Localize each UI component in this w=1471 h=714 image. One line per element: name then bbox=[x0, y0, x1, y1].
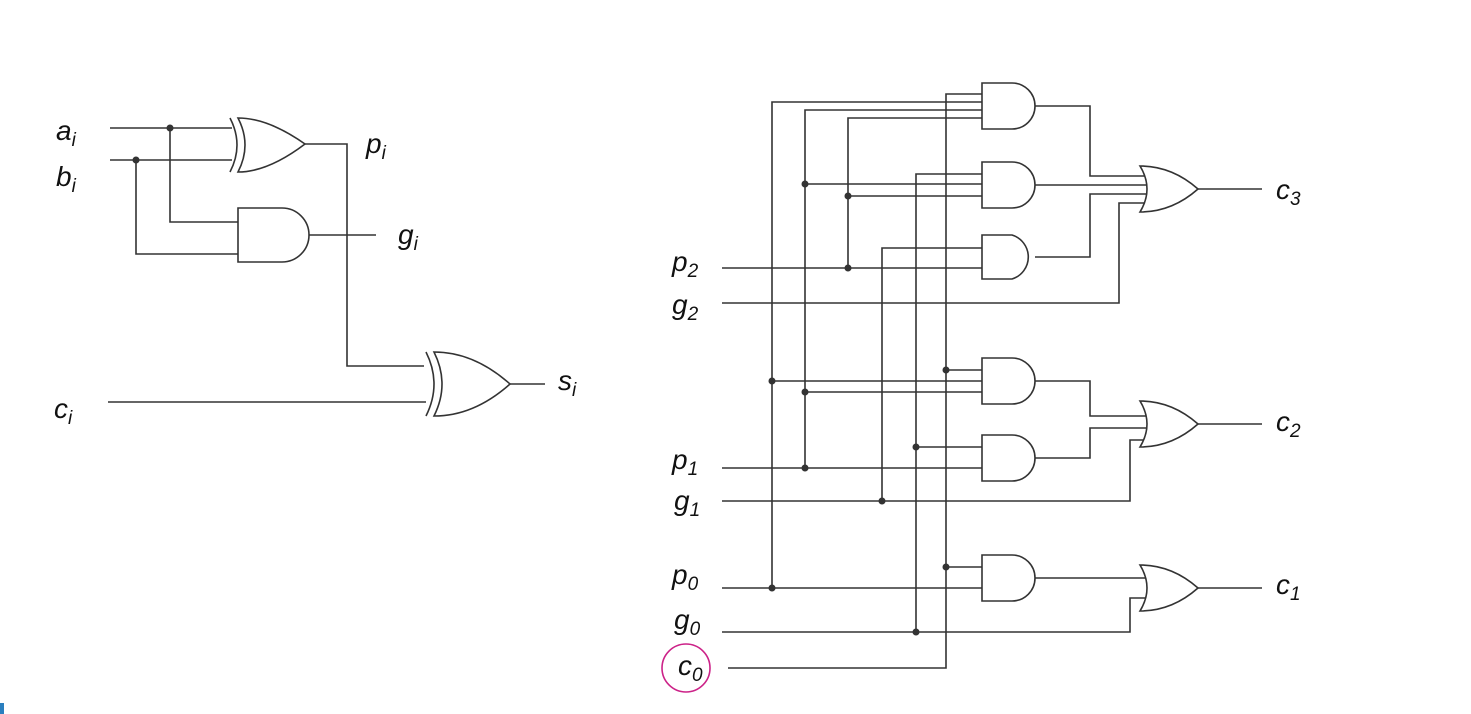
and-gate-c1-1 bbox=[981, 554, 1036, 602]
junction-dot bbox=[132, 156, 140, 164]
junction-dot bbox=[801, 180, 809, 188]
junction-dot bbox=[878, 497, 886, 505]
wire-and-to-or bbox=[1035, 193, 1146, 258]
label-g2: g2 bbox=[672, 289, 699, 325]
junction-dot bbox=[942, 366, 950, 374]
junction-dot bbox=[912, 628, 920, 636]
label-a: ai bbox=[56, 115, 77, 151]
wire-p-out bbox=[305, 143, 424, 367]
wire-and-to-or bbox=[1035, 105, 1146, 177]
junction-dot bbox=[801, 464, 809, 472]
or-gate-c1 bbox=[1138, 564, 1200, 612]
label-p0: p0 bbox=[671, 559, 699, 595]
and-gate-c3-2 bbox=[981, 161, 1036, 209]
label-s: si bbox=[558, 365, 577, 401]
label-c1: c1 bbox=[1276, 569, 1301, 605]
label-p2: p2 bbox=[671, 246, 699, 282]
junction-dot bbox=[942, 563, 950, 571]
junction-dot bbox=[844, 264, 852, 272]
junction-dot bbox=[844, 192, 852, 200]
and-gate-c3-3 bbox=[981, 234, 1030, 280]
wire-b-to-and bbox=[135, 160, 238, 255]
xor-back-curve bbox=[229, 117, 238, 173]
junction-dot bbox=[166, 124, 174, 132]
bus-p0 bbox=[771, 101, 982, 588]
label-g: gi bbox=[398, 219, 419, 255]
wire-a-to-and bbox=[169, 128, 238, 223]
label-c2: c2 bbox=[1276, 406, 1301, 442]
label-b: bi bbox=[56, 161, 77, 197]
junction-dot bbox=[912, 443, 920, 451]
label-p: pi bbox=[365, 128, 387, 164]
and-gate-c3-1 bbox=[981, 82, 1036, 130]
or-gate-c3 bbox=[1138, 165, 1200, 213]
wire-g0 bbox=[722, 597, 1146, 633]
label-g1: g1 bbox=[674, 485, 700, 521]
corner-mark bbox=[0, 703, 4, 714]
bit-cell: ai bi ci pi gi si bbox=[54, 115, 577, 429]
label-c0: c0 bbox=[678, 650, 703, 686]
bus-g0 bbox=[915, 173, 982, 632]
bus-g1 bbox=[881, 247, 982, 501]
bus-p1 bbox=[804, 109, 982, 468]
or-gate-c2 bbox=[1138, 400, 1200, 448]
wire-g1 bbox=[722, 439, 1146, 502]
wire-and-to-or bbox=[1035, 380, 1146, 417]
junction-dot bbox=[801, 388, 809, 396]
junction-dot bbox=[768, 584, 776, 592]
wire-and-to-or bbox=[1035, 427, 1146, 459]
label-p1: p1 bbox=[671, 444, 698, 480]
carry-lookahead: p2 g2 p1 g1 p0 g0 c0 c3 c2 c1 bbox=[661, 82, 1301, 693]
xor-back-curve bbox=[425, 351, 435, 417]
junction-dot bbox=[768, 377, 776, 385]
label-c: ci bbox=[54, 393, 73, 429]
and-gate-g bbox=[237, 207, 310, 263]
wire-g2 bbox=[722, 202, 1146, 304]
label-g0: g0 bbox=[674, 604, 701, 640]
xor-gate-p bbox=[236, 117, 307, 173]
xor-gate-s bbox=[432, 351, 512, 417]
highlight-circle bbox=[661, 643, 711, 693]
bus-p2 bbox=[847, 117, 982, 268]
label-c3: c3 bbox=[1276, 174, 1301, 210]
and-gate-c2-1 bbox=[981, 357, 1036, 405]
junctions bbox=[768, 180, 950, 636]
and-gate-c2-2 bbox=[981, 434, 1036, 482]
